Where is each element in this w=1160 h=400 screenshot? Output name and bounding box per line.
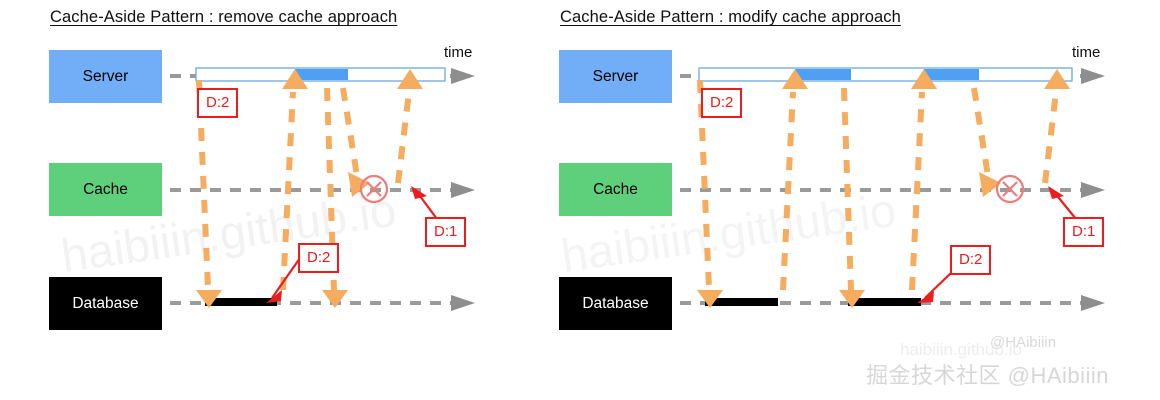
lane-axis-cache-left <box>170 182 475 198</box>
lane-label-server: Server <box>82 67 129 85</box>
flow-arrowheads-right <box>697 69 1070 308</box>
badge-leaders-left <box>266 186 438 303</box>
time-axis-label-right: time <box>1072 44 1101 61</box>
flow-cache-to-server-1 <box>1042 91 1059 184</box>
arrowhead-down-database-2 <box>322 290 348 308</box>
arrowhead-up-server-2 <box>397 69 423 89</box>
flow-server-to-cache-1 <box>340 87 360 177</box>
flow-server-to-cache-1 <box>971 87 991 177</box>
footer-credit: 掘金技术社区 @HAibiiin <box>866 363 1110 388</box>
flow-database-to-server-2 <box>909 91 925 291</box>
leader-database-d2 <box>271 257 301 299</box>
cache-invalidated-marker-left <box>359 174 389 204</box>
badge-server-d2-right: D:2 <box>701 88 743 118</box>
panel-remove-cache: Cache-Aside Pattern : remove cache appro… <box>0 0 530 400</box>
lane-axis-cache-right <box>680 182 1105 198</box>
flow-database-to-server-1 <box>280 91 296 291</box>
cache-invalidated-marker-right <box>995 174 1025 204</box>
arrowhead-up-server-3 <box>1044 69 1070 89</box>
database-write-bar-2 <box>848 298 921 306</box>
sequence-svg-left <box>170 67 475 311</box>
database-write-bars-right <box>705 298 921 306</box>
time-axis-label-left: time <box>444 44 473 61</box>
panel-title-left: Cache-Aside Pattern : remove cache appro… <box>50 8 398 26</box>
lane-label-cache: Cache <box>83 180 128 198</box>
lane-label-database: Database <box>72 294 139 312</box>
flow-arrows-right <box>697 79 1059 291</box>
lane-box-server-right: Server <box>559 50 672 103</box>
arrowhead-up-server-1 <box>282 69 308 89</box>
lane-box-cache-left: Cache <box>49 163 162 216</box>
server-activity-band-right <box>698 67 1073 82</box>
lane-label-server: Server <box>592 67 639 85</box>
badge-database-d2-right: D:2 <box>950 245 992 275</box>
sequence-svg-right <box>680 67 1105 311</box>
lane-box-server-left: Server <box>49 50 162 103</box>
badge-database-d2-left: D:2 <box>298 243 340 273</box>
panel-title-right: Cache-Aside Pattern : modify cache appro… <box>560 8 901 26</box>
badge-server-d2-left: D:2 <box>197 88 239 118</box>
lane-box-cache-right: Cache <box>559 163 672 216</box>
arrowhead-down-database-1 <box>196 290 222 308</box>
arrowhead-down-database-2 <box>839 290 865 308</box>
database-write-bar-left <box>205 298 277 306</box>
lane-label-cache: Cache <box>593 180 638 198</box>
database-write-bar-1 <box>705 298 778 306</box>
flow-arrowheads-left <box>196 69 423 308</box>
arrowhead-up-server-1 <box>782 69 808 89</box>
arrowhead-up-server-2 <box>911 69 937 89</box>
badge-cache-d1-right: D:1 <box>1063 217 1105 247</box>
flow-server-to-database-2 <box>841 87 854 291</box>
lane-box-database-right: Database <box>559 277 672 330</box>
badge-leaders-right <box>917 186 1077 303</box>
lane-box-database-left: Database <box>49 277 162 330</box>
flow-cache-to-server-1 <box>395 91 412 184</box>
lane-label-database: Database <box>582 294 649 312</box>
panel-modify-cache: Cache-Aside Pattern : modify cache appro… <box>510 0 1160 400</box>
arrowhead-down-cache-1 <box>348 172 370 197</box>
leader-database-d2 <box>924 271 953 299</box>
flow-database-to-server-1 <box>780 91 796 291</box>
arrowhead-down-database-1 <box>697 290 723 308</box>
arrowhead-down-cache-1 <box>979 172 1001 197</box>
badge-cache-d1-left: D:1 <box>425 217 467 247</box>
server-activity-band-left <box>195 67 446 82</box>
